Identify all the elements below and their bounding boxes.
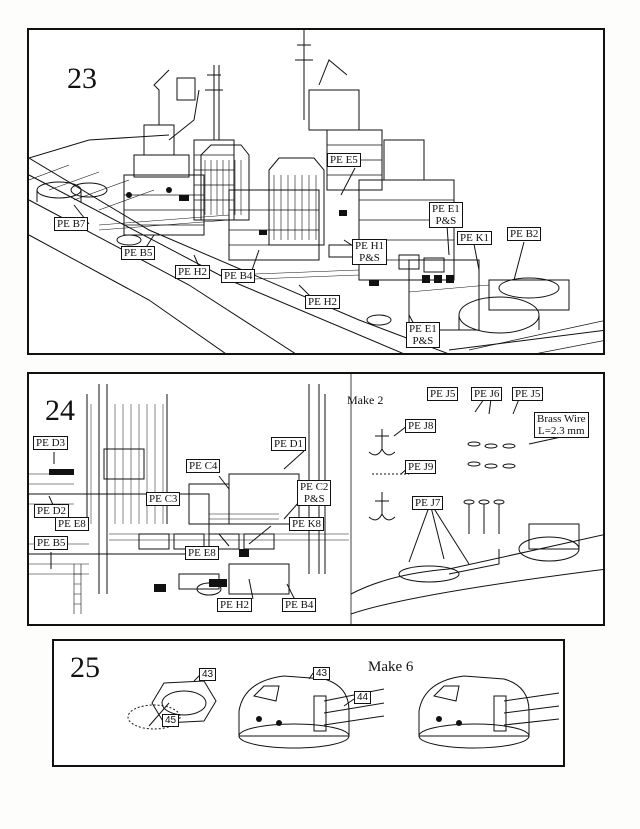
callout-pe-c2: PE C2 P&S xyxy=(297,480,332,506)
callout-port-starboard: P&S xyxy=(303,493,325,505)
callout-pe-b4: PE B4 xyxy=(221,269,256,283)
callout-pe-k8: PE K8 xyxy=(289,517,325,531)
callout-pe-j8: PE J8 xyxy=(405,419,437,433)
callout-pe-h2-a: PE H2 xyxy=(175,265,211,279)
callout-pe-d3: PE D3 xyxy=(33,436,69,450)
callout-pe-h2-b: PE H2 xyxy=(305,295,341,309)
bridge-detail-illustration xyxy=(29,374,603,624)
callout-pe-h2: PE H2 xyxy=(217,598,253,612)
callout-pe-b2: PE B2 xyxy=(507,227,542,241)
callout-pe-j5-a: PE J5 xyxy=(427,387,459,401)
callout-pe-e8-b: PE E8 xyxy=(185,546,219,560)
callout-label: PE E1 xyxy=(409,323,437,335)
step-number: 25 xyxy=(70,651,100,684)
make-2-note: Make 2 xyxy=(347,393,384,407)
callout-pe-b7: PE B7 xyxy=(54,217,89,231)
part-44: 44 xyxy=(354,691,372,704)
callout-pe-b5: PE B5 xyxy=(34,536,69,550)
callout-label: PE E1 xyxy=(432,203,460,215)
brass-wire-note: Brass Wire L=2.3 mm xyxy=(534,412,589,438)
callout-pe-h1: PE H1 P&S xyxy=(352,239,388,265)
callout-pe-c4: PE C4 xyxy=(186,459,221,473)
callout-pe-c3: PE C3 xyxy=(146,492,181,506)
callout-label: PE H1 xyxy=(355,240,385,252)
step-23-panel: 23 xyxy=(27,28,605,355)
callout-pe-j7: PE J7 xyxy=(412,496,444,510)
callout-port-starboard: P&S xyxy=(412,335,434,347)
part-43-turret: 43 xyxy=(313,667,331,680)
callout-pe-j6: PE J6 xyxy=(471,387,503,401)
part-43-ring: 43 xyxy=(199,668,217,681)
callout-pe-b4: PE B4 xyxy=(282,598,317,612)
brass-wire-length: L=2.3 mm xyxy=(538,425,585,437)
callout-pe-e1-top: PE E1 P&S xyxy=(429,202,463,228)
callout-port-starboard: P&S xyxy=(435,215,457,227)
callout-pe-e5: PE E5 xyxy=(327,153,361,167)
step-25-panel: 25 Make 6 4 xyxy=(52,639,565,767)
callout-pe-k1: PE K1 xyxy=(457,231,493,245)
callout-pe-j9: PE J9 xyxy=(405,460,437,474)
turret-assembly-illustration xyxy=(127,668,560,749)
callout-pe-j5-b: PE J5 xyxy=(512,387,544,401)
step-24-panel: 24 xyxy=(27,372,605,626)
callout-pe-e1-bottom: PE E1 P&S xyxy=(406,322,440,348)
make-6-note: Make 6 xyxy=(368,659,414,675)
step-number: 24 xyxy=(45,394,75,427)
callout-label: PE C2 xyxy=(300,481,329,493)
callout-pe-d2: PE D2 xyxy=(34,504,70,518)
callout-pe-d1: PE D1 xyxy=(271,437,307,451)
step-number: 23 xyxy=(67,62,97,95)
brass-wire-label: Brass Wire xyxy=(537,413,586,425)
callout-pe-b5: PE B5 xyxy=(121,246,156,260)
part-45: 45 xyxy=(162,714,180,727)
callout-pe-e8-a: PE E8 xyxy=(55,517,89,531)
callout-port-starboard: P&S xyxy=(359,252,380,264)
